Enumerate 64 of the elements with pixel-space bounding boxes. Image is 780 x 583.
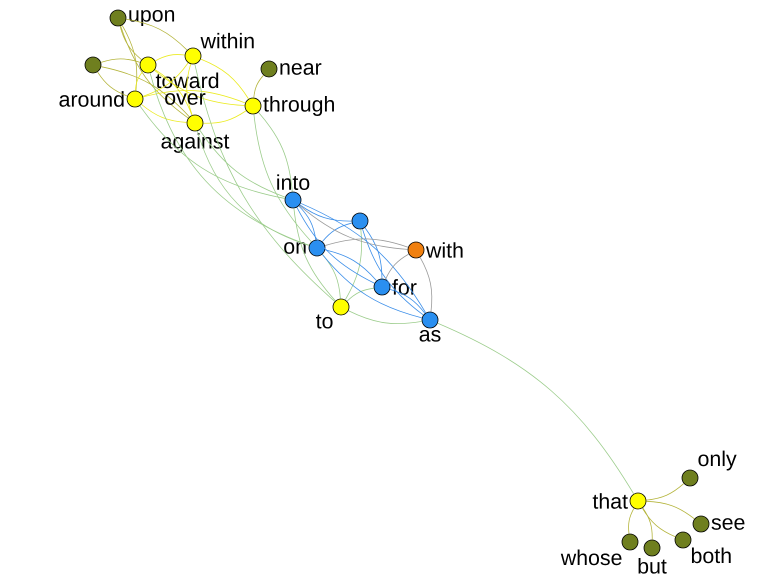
node-label: whose: [560, 550, 622, 566]
node-label: both: [692, 548, 731, 564]
node-circle: [352, 212, 368, 230]
edge-line: [139, 105, 286, 199]
edge-line: [196, 130, 310, 246]
edge-line: [362, 228, 424, 316]
edge-line: [200, 58, 249, 100]
edge-line: [322, 222, 352, 242]
edge-line: [296, 207, 375, 284]
edge-line: [135, 71, 144, 91]
node-label: as: [420, 330, 440, 342]
edge-line: [364, 227, 382, 279]
node-label: that: [592, 493, 628, 509]
node-label: near: [280, 63, 322, 75]
edge-line: [628, 508, 634, 534]
edge-line: [253, 74, 264, 98]
edge-line: [258, 112, 293, 192]
edge-line: [100, 58, 140, 63]
node-label: but: [638, 558, 667, 574]
edge-line: [348, 310, 422, 324]
node-label: through: [263, 96, 334, 116]
edge-line: [203, 110, 246, 124]
edge-line: [420, 256, 432, 312]
edge-line: [646, 500, 695, 520]
edge-line: [126, 18, 188, 50]
edge-line: [346, 288, 374, 302]
edge-line: [97, 72, 128, 96]
node-circle: [84, 56, 102, 74]
edge-line: [437, 322, 634, 494]
node-label: only: [698, 450, 737, 470]
edge-line: [324, 238, 408, 248]
edge-line: [154, 54, 186, 62]
edge-line: [344, 228, 362, 300]
edge-line: [390, 288, 426, 314]
edge-line: [120, 26, 142, 60]
edge-line: [254, 114, 312, 242]
edge-line: [324, 249, 377, 282]
edge-line: [642, 508, 676, 538]
edge-line: [150, 72, 310, 246]
node-label: against: [162, 133, 230, 153]
node-label: upon: [129, 10, 174, 26]
node-label: with: [426, 242, 463, 258]
edge-line: [300, 202, 426, 314]
edge-line: [642, 508, 653, 540]
edge-line: [141, 104, 188, 123]
edge-line: [294, 208, 336, 302]
node-label: into: [277, 174, 310, 190]
edge-line: [299, 204, 352, 222]
node-label: on: [284, 242, 306, 254]
edge-line: [298, 206, 316, 240]
edge-line: [186, 64, 193, 116]
edge-line: [120, 26, 189, 118]
edge-line: [322, 254, 341, 300]
node-label: around: [59, 91, 124, 107]
node-label: to: [316, 314, 333, 329]
edge-line: [322, 254, 422, 318]
edge-line: [122, 24, 138, 92]
edge-line: [646, 483, 684, 501]
edge-line: [385, 254, 410, 280]
edge-line: [299, 205, 408, 250]
node-label: see: [712, 518, 744, 530]
edge-line: [194, 64, 336, 302]
edge-line: [199, 130, 286, 198]
node-label: within: [200, 32, 254, 48]
